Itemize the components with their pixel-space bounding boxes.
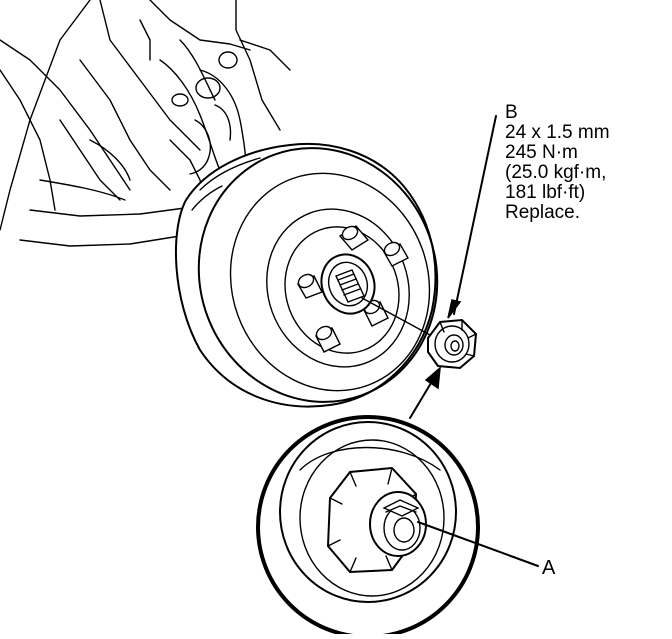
- callout-b-leader: [447, 115, 497, 319]
- torque-nm: 245 N·m: [505, 142, 578, 163]
- install-guide-line: [361, 297, 433, 337]
- callout-b-letter: B: [505, 102, 518, 123]
- wheel-stud: [338, 225, 370, 251]
- brake-drum: [174, 142, 439, 408]
- callout-a-label: A: [542, 558, 555, 578]
- hub-nut: [427, 318, 478, 370]
- detail-arrow: [409, 366, 441, 419]
- wheel-studs: [297, 225, 409, 353]
- spindle-hub: [320, 253, 376, 315]
- wheel-stud: [383, 241, 409, 267]
- replace-note: Replace.: [505, 202, 580, 223]
- torque-kgf: (25.0 kgf·m,: [505, 162, 607, 183]
- suspension-arm-linework: [0, 0, 291, 247]
- nut-size: 24 x 1.5 mm: [505, 122, 610, 143]
- wheel-stud: [315, 325, 341, 353]
- wheel-stud: [297, 273, 323, 299]
- callout-a-letter: A: [542, 557, 556, 579]
- detail-view: [256, 415, 480, 639]
- callout-a-leader: [417, 521, 539, 567]
- torque-lbf: 181 lbf·ft): [505, 182, 586, 203]
